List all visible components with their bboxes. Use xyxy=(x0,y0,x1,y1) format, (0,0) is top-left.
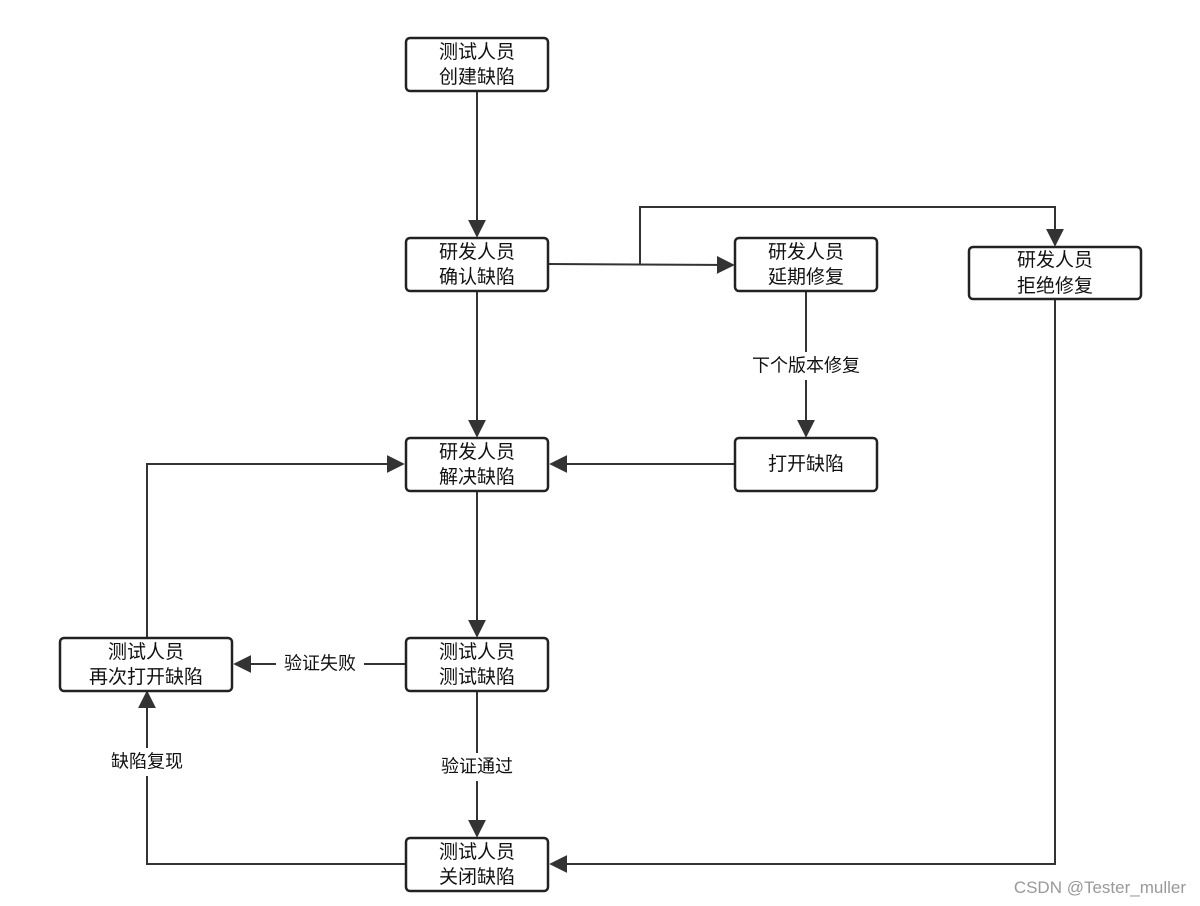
node-line-1: 测试人员 xyxy=(439,41,515,63)
node-line-2: 测试缺陷 xyxy=(439,666,515,688)
node-line-1: 研发人员 xyxy=(1017,249,1093,271)
node-tester-test: 测试人员 测试缺陷 xyxy=(404,636,550,693)
watermark: CSDN @Tester_muller xyxy=(1013,878,1186,897)
edge-label-verify-fail: 验证失败 xyxy=(284,654,356,675)
edge-label-bg xyxy=(433,753,521,781)
node-tester-close: 测试人员 关闭缺陷 xyxy=(404,836,550,893)
edge-close-to-reopen xyxy=(138,690,405,865)
node-dev-resolve: 研发人员 解决缺陷 xyxy=(404,436,550,493)
node-line-2: 确认缺陷 xyxy=(439,266,515,288)
node-dev-delay: 研发人员 延期修复 xyxy=(733,236,879,293)
node-line-2: 延期修复 xyxy=(768,266,844,288)
node-line-2: 解决缺陷 xyxy=(439,466,515,488)
edge-label-verify-pass: 验证通过 xyxy=(441,757,513,778)
node-line-2: 再次打开缺陷 xyxy=(89,666,203,688)
node-dev-confirm: 研发人员 确认缺陷 xyxy=(404,236,550,293)
edge-label-defect-reproduce: 缺陷复现 xyxy=(111,752,183,773)
edge-reopen-to-resolve xyxy=(146,455,405,637)
node-line-1: 打开缺陷 xyxy=(768,453,844,475)
edge-reject-to-close xyxy=(549,300,1056,873)
node-line-1: 研发人员 xyxy=(439,241,515,263)
node-line-2: 创建缺陷 xyxy=(439,66,515,88)
node-line-1: 测试人员 xyxy=(439,641,515,663)
node-open-defect: 打开缺陷 xyxy=(733,436,879,493)
node-tester-reopen: 测试人员 再次打开缺陷 xyxy=(58,636,234,693)
node-tester-create: 测试人员 创建缺陷 xyxy=(404,36,550,93)
node-line-2: 拒绝修复 xyxy=(1017,275,1093,297)
node-line-1: 研发人员 xyxy=(439,441,515,463)
edge-label-bg xyxy=(744,352,868,380)
node-dev-reject: 研发人员 拒绝修复 xyxy=(967,245,1143,301)
node-line-1: 测试人员 xyxy=(439,841,515,863)
node-line-2: 关闭缺陷 xyxy=(439,866,515,888)
edge-confirm-to-reject xyxy=(639,206,1064,265)
edge-label-bg xyxy=(103,748,191,776)
edge-label-next-version-fix: 下个版本修复 xyxy=(752,356,860,377)
node-line-1: 测试人员 xyxy=(108,641,184,663)
edge-label-bg xyxy=(276,650,364,678)
node-line-1: 研发人员 xyxy=(768,241,844,263)
